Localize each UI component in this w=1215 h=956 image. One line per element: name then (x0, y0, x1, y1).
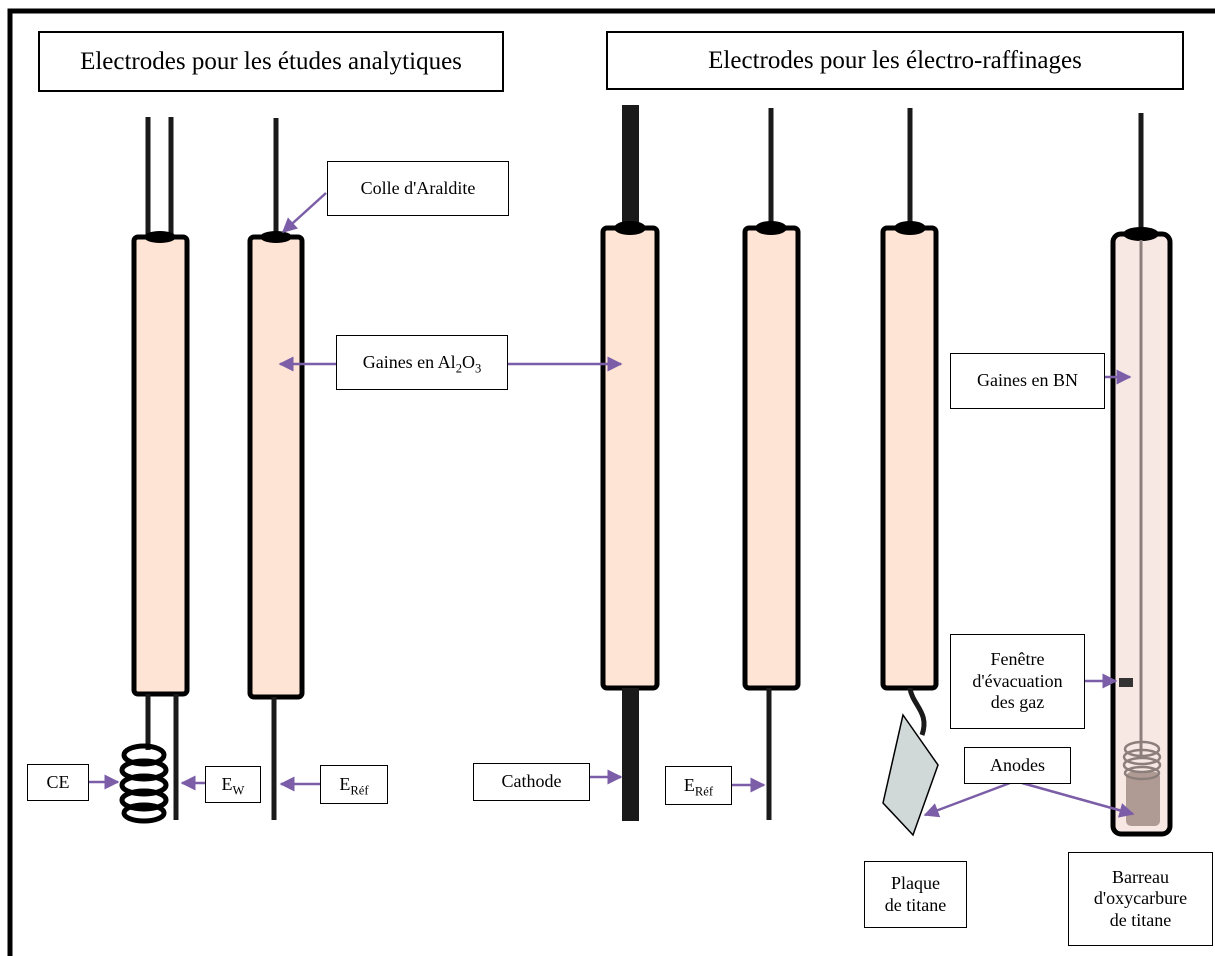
alumina-sheath (880, 225, 939, 691)
label-eref-refining: ERéf (665, 766, 732, 805)
label-eref-analytical: ERéf (320, 765, 388, 804)
label-anodes: Anodes (964, 747, 1071, 784)
electrode-plate-anode (880, 108, 939, 837)
title-refining: Electrodes pour les électro-raffinages (606, 31, 1184, 90)
label-alumina-sheaths: Gaines en Al2O3 (336, 335, 508, 390)
titanium-plate (882, 713, 939, 837)
label-araldite: Colle d'Araldite (327, 161, 509, 216)
label-titanium-plate: Plaque de titane (864, 861, 967, 928)
arrow-anodes-bar (1021, 781, 1135, 818)
arrow-araldite (281, 192, 327, 234)
alumina-sheath (247, 234, 305, 700)
alumina-text: Gaines en Al2O3 (362, 351, 482, 376)
outer-frame (7, 8, 1215, 956)
coil (119, 743, 169, 824)
electrode-reference-refining (742, 108, 801, 820)
gas-window (1119, 678, 1133, 687)
alumina-sheath (742, 225, 801, 691)
electrode-cathode (600, 105, 660, 821)
electrode-bar-anode (1110, 113, 1173, 837)
label-ce: CE (27, 764, 89, 801)
label-bn-sheaths: Gaines en BN (950, 353, 1105, 409)
electrode-counter (119, 117, 190, 824)
alumina-sheath (600, 225, 660, 691)
electrode-reference-analytical (247, 118, 305, 820)
oxycarbide-bar (1126, 772, 1160, 826)
label-cathode: Cathode (473, 763, 590, 801)
arrow-anodes-plate (923, 781, 1011, 818)
alumina-sheath (131, 234, 190, 697)
label-oxycarbide-bar: Barreau d'oxycarbure de titane (1068, 852, 1213, 946)
label-ew: EW (205, 766, 261, 803)
title-analytical: Electrodes pour les études analytiques (38, 31, 504, 92)
label-gas-window: Fenêtre d'évacuation des gaz (950, 634, 1085, 729)
